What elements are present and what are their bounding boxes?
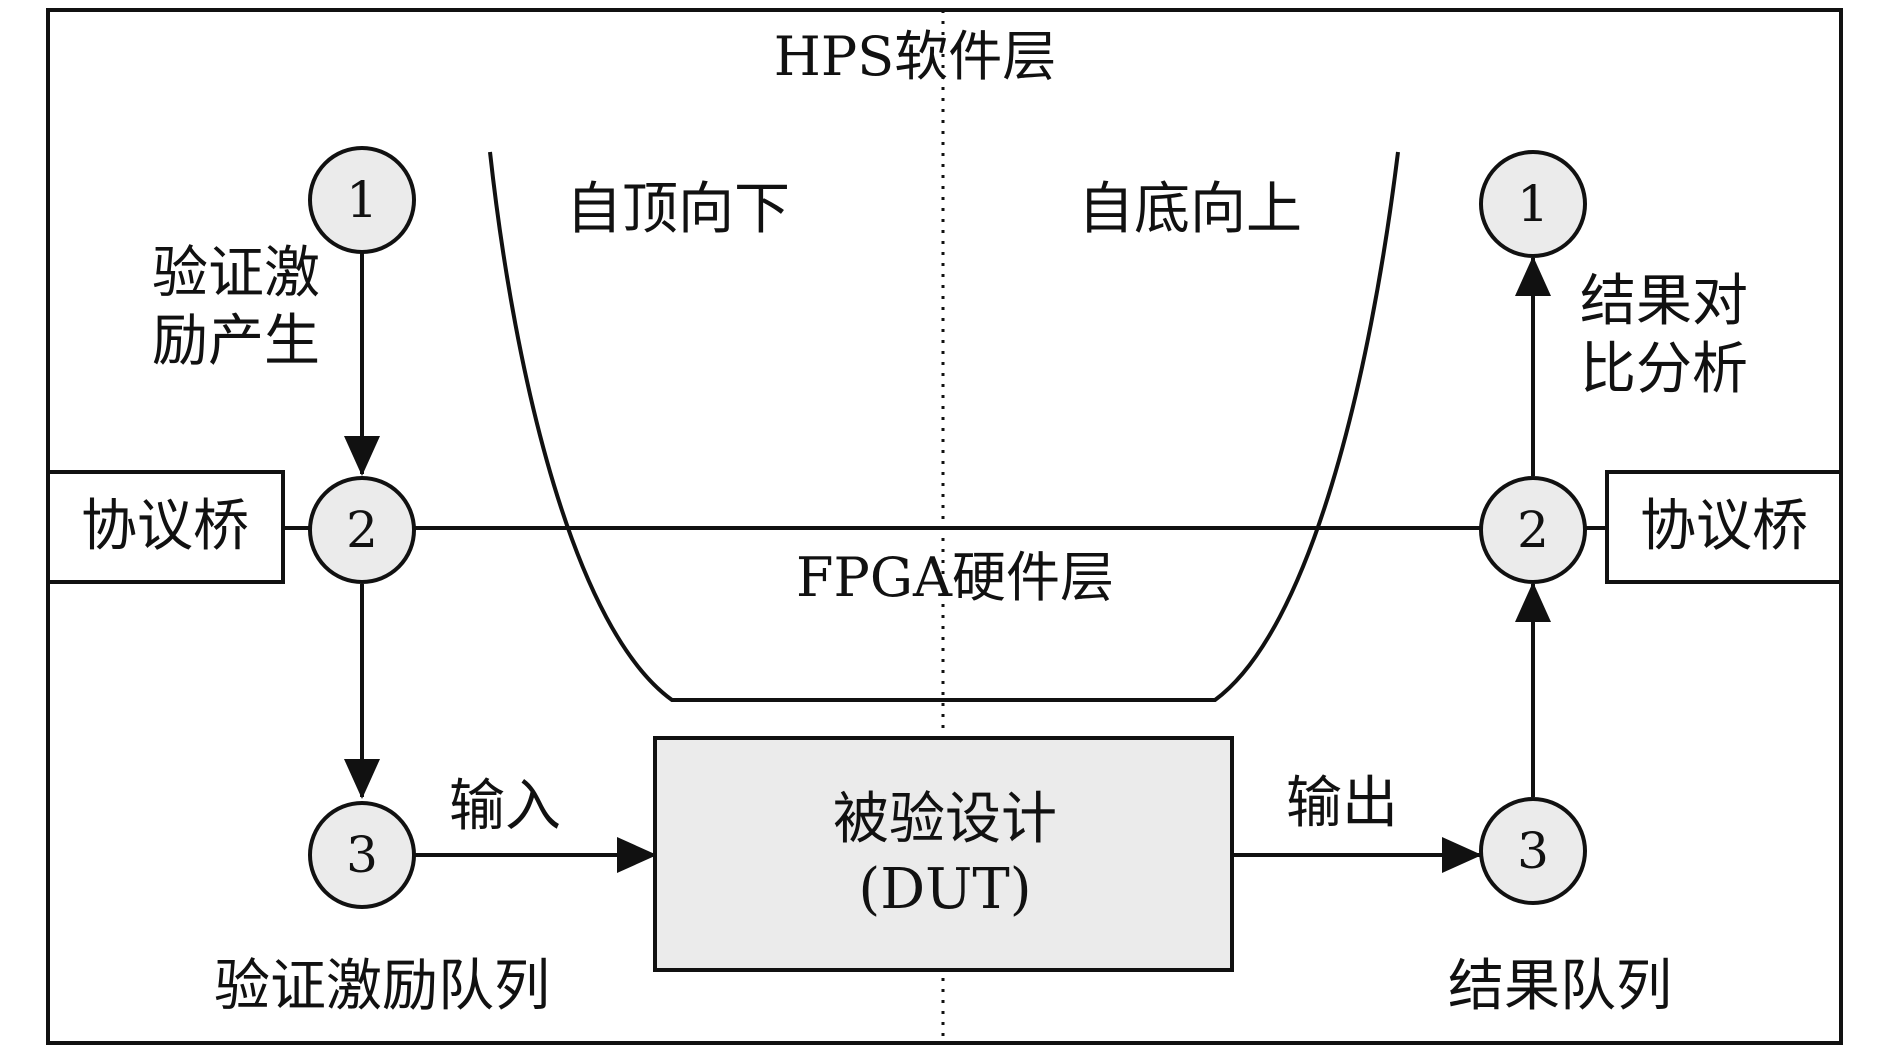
- dut-label-line1: 被验设计: [833, 787, 1057, 852]
- result-compare-label-line1: 结果对: [1580, 269, 1748, 334]
- node-right-1: 1: [1479, 150, 1587, 258]
- node-right-2: 2: [1479, 476, 1587, 584]
- dut-box: [653, 736, 1234, 972]
- software-layer-label: HPS软件层: [774, 25, 1056, 88]
- svg-text:3: 3: [1517, 822, 1549, 880]
- protocol-bridge-left-label: 协议桥: [81, 494, 249, 559]
- node-left-2: 2: [308, 476, 416, 584]
- stimulus-generation-label-line1: 验证激: [152, 241, 320, 306]
- input-label: 输入: [449, 774, 561, 839]
- u-curve: [488, 151, 1400, 702]
- svg-text:2: 2: [1517, 501, 1549, 559]
- node-left-1: 1: [308, 146, 416, 254]
- dut-label-line2: (DUT): [858, 857, 1031, 922]
- output-label: 输出: [1286, 771, 1398, 836]
- stimulus-generation-label-line2: 励产生: [152, 309, 320, 374]
- svg-text:1: 1: [346, 171, 378, 229]
- top-down-label: 自顶向下: [566, 177, 790, 242]
- bottom-up-label: 自底向上: [1078, 177, 1302, 242]
- svg-text:1: 1: [1517, 175, 1549, 233]
- svg-text:3: 3: [346, 826, 378, 884]
- result-queue-label: 结果队列: [1448, 954, 1672, 1019]
- hardware-layer-label: FPGA硬件层: [796, 546, 1114, 609]
- node-right-3: 3: [1479, 797, 1587, 905]
- result-compare-label-line2: 比分析: [1580, 337, 1748, 402]
- svg-text:2: 2: [346, 501, 378, 559]
- node-left-3: 3: [308, 801, 416, 909]
- protocol-bridge-right-label: 协议桥: [1640, 494, 1808, 559]
- stimulus-queue-label: 验证激励队列: [214, 954, 550, 1019]
